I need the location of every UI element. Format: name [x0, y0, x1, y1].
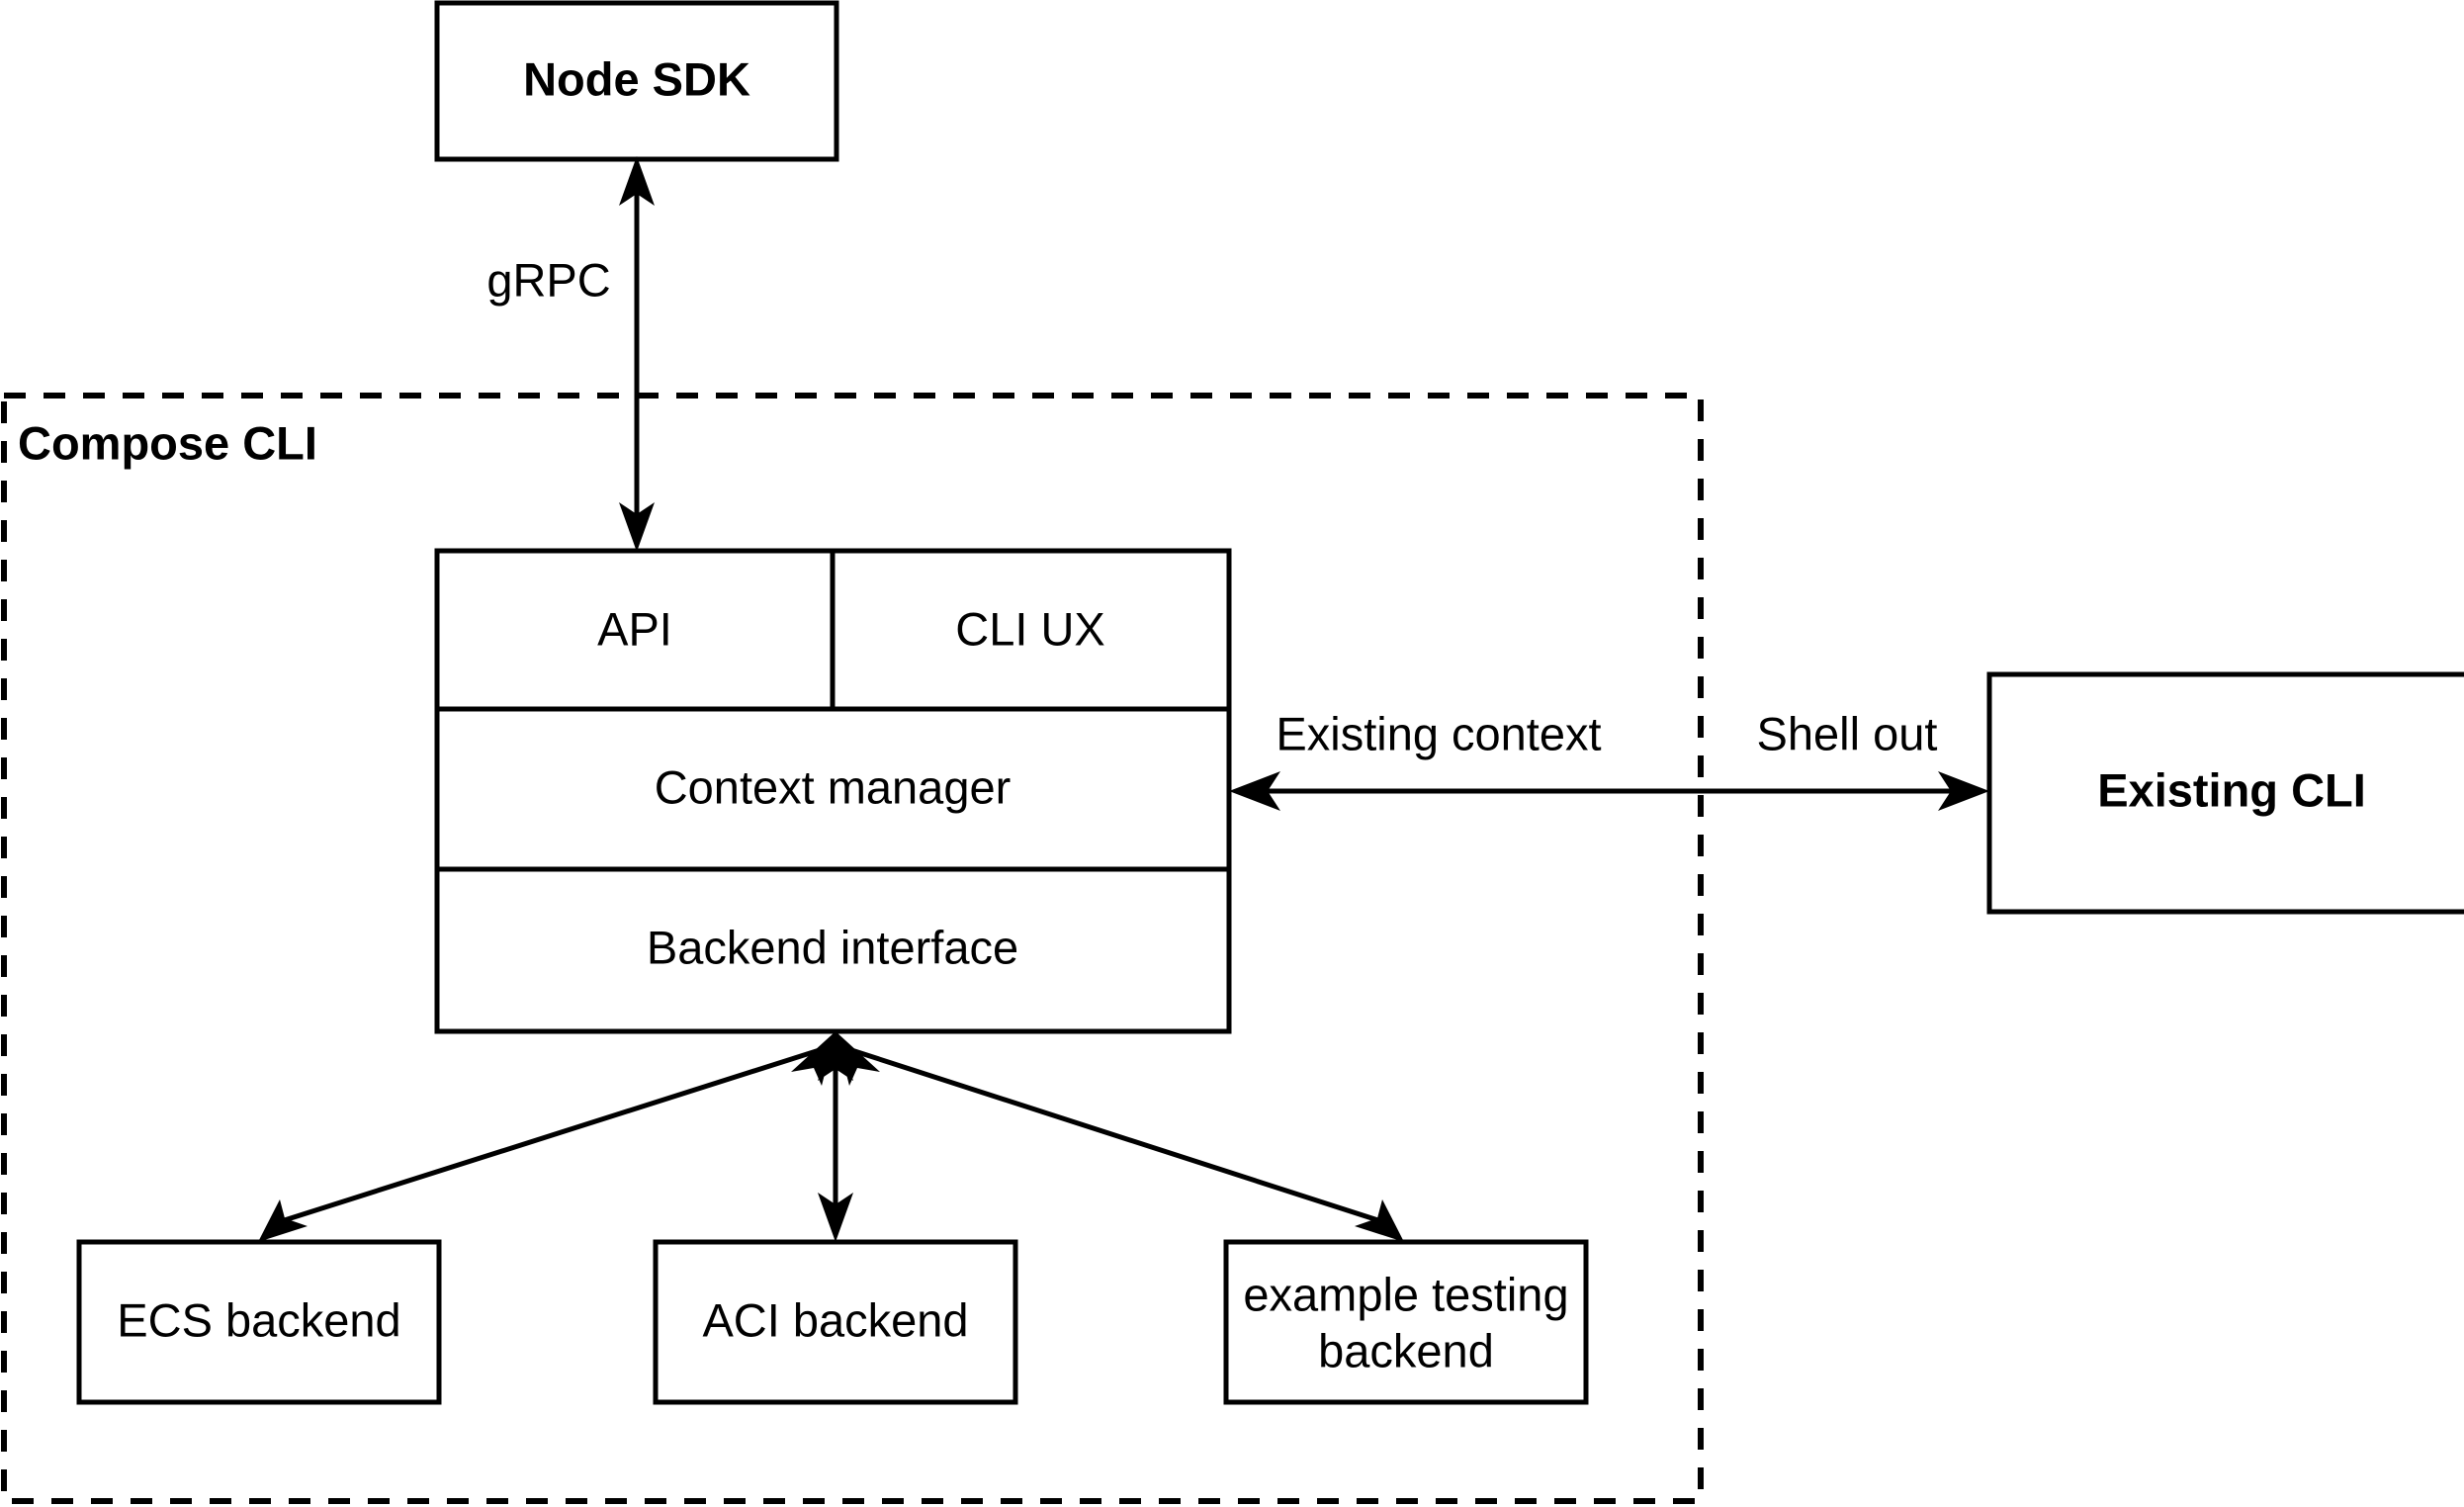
- aci-backend-label: ACI backend: [702, 1293, 968, 1346]
- ecs-arrow-head-down: [258, 1199, 308, 1242]
- example-testing-backend-label-line1: example testing: [1243, 1268, 1568, 1320]
- compose-cli-group-boundary: [1, 393, 1704, 1504]
- cli-ux-cell-label[interactable]: CLI UX: [955, 602, 1105, 655]
- grpc-edge-label: gRPC: [486, 253, 610, 306]
- context-manager-cell-label[interactable]: Context manager: [655, 760, 1012, 813]
- ecs-backend-label: ECS backend: [117, 1293, 400, 1346]
- example-testing-backend-label-line2: backend: [1318, 1324, 1494, 1376]
- node-sdk-label: Node SDK: [523, 52, 750, 105]
- backend-interface-to-example-line: [844, 1045, 1391, 1227]
- backend-interface-cell-label[interactable]: Backend interface: [647, 921, 1018, 973]
- example-arrow-head-down: [1355, 1199, 1404, 1242]
- compose-cli-group-label: Compose CLI: [18, 416, 317, 469]
- node-sdk-box[interactable]: [434, 0, 839, 162]
- grpc-arrow-head-up: [619, 156, 655, 206]
- example-arrow-head-up: [836, 1031, 880, 1086]
- api-cell-label[interactable]: API: [597, 602, 672, 655]
- existing-cli-label: Existing CLI: [2097, 763, 2366, 816]
- aci-arrow-head-down: [818, 1193, 853, 1242]
- ecs-backend-box[interactable]: [76, 1239, 442, 1405]
- grpc-arrow-head-down: [619, 502, 655, 552]
- existing-context-edge-label: Existing context: [1276, 707, 1601, 759]
- aci-arrow-head-up: [818, 1031, 853, 1081]
- backend-interface-to-ecs-line: [271, 1045, 827, 1227]
- shell-out-arrow-head-right: [1938, 771, 1989, 811]
- existing-context-arrow-head-left: [1229, 771, 1280, 811]
- shell-out-edge-label: Shell out: [1757, 707, 1938, 759]
- example-testing-backend-box[interactable]: [1223, 1239, 1589, 1405]
- aci-backend-box[interactable]: [653, 1239, 1018, 1405]
- existing-cli-box[interactable]: [1986, 671, 2464, 915]
